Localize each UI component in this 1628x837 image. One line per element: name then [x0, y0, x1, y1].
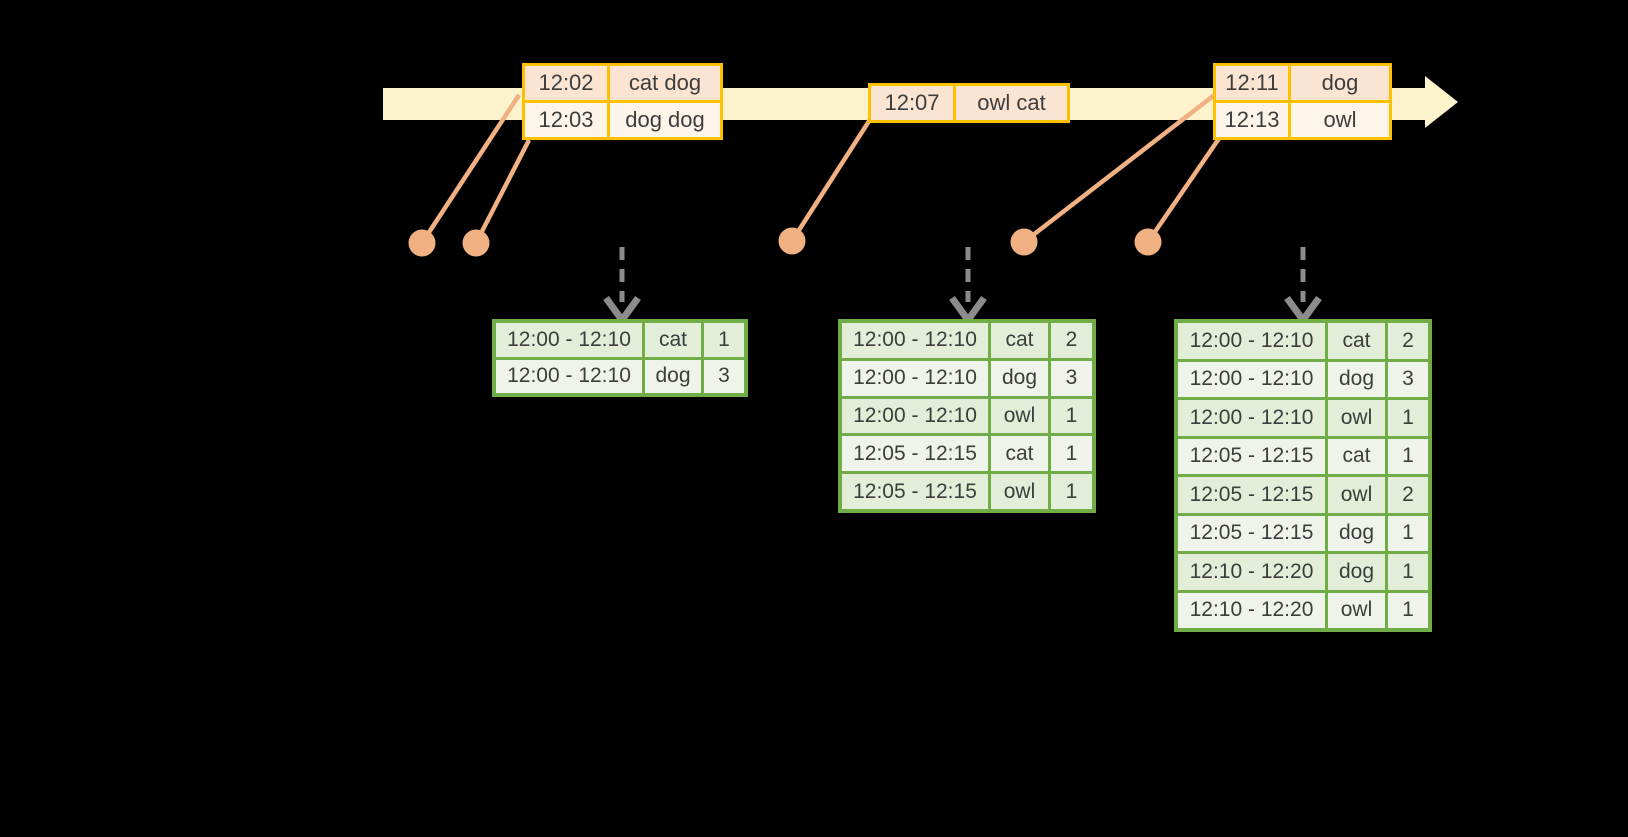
animal-cell: dog: [1328, 554, 1385, 590]
window-cell: 12:00 - 12:10: [1178, 400, 1325, 436]
event-time-cell: 12:11: [1216, 66, 1288, 100]
animal-cell: owl: [1328, 477, 1385, 513]
count-cell: 2: [1388, 323, 1428, 359]
count-cell: 2: [1051, 323, 1092, 358]
event-connector-line: [790, 116, 873, 243]
trigger-arrow-icon: [1284, 247, 1322, 326]
animal-cell: cat: [991, 436, 1048, 472]
window-cell: 12:00 - 12:10: [1178, 323, 1325, 359]
event-time-cell: 12:02: [525, 66, 607, 100]
event-connector-line: [420, 93, 521, 245]
window-cell: 12:00 - 12:10: [842, 323, 988, 358]
animal-cell: owl: [991, 398, 1048, 434]
count-cell: 1: [704, 323, 744, 357]
event-words-cell: cat dog: [610, 66, 720, 100]
window-cell: 12:05 - 12:15: [1178, 438, 1325, 474]
event-connector-line: [1146, 135, 1222, 244]
count-cell: 3: [704, 359, 744, 393]
event-dot-icon: [778, 227, 806, 255]
event-time-cell: 12:03: [525, 103, 607, 137]
count-cell: 1: [1051, 436, 1092, 472]
window-cell: 12:00 - 12:10: [496, 323, 642, 357]
event-connector-lines: [420, 91, 1222, 245]
event-words-cell: dog dog: [610, 103, 720, 137]
animal-cell: cat: [1328, 323, 1385, 359]
window-cell: 12:05 - 12:15: [1178, 477, 1325, 513]
animal-cell: cat: [645, 323, 701, 357]
count-cell: 1: [1388, 438, 1428, 474]
animal-cell: dog: [1328, 361, 1385, 397]
event-words-cell: dog: [1291, 66, 1389, 100]
event-dot-icon: [462, 229, 490, 257]
window-cell: 12:10 - 12:20: [1178, 592, 1325, 628]
animal-cell: dog: [991, 360, 1048, 396]
trigger-arrow-icon: [949, 247, 987, 326]
count-cell: 1: [1388, 554, 1428, 590]
count-cell: 3: [1388, 361, 1428, 397]
event-words-cell: owl: [1291, 103, 1389, 137]
event-words-cell: owl cat: [956, 86, 1067, 120]
event-dot-icon: [408, 229, 436, 257]
count-cell: 1: [1051, 474, 1092, 509]
animal-cell: dog: [645, 359, 701, 393]
event-dots: [408, 227, 1162, 257]
trigger-arrow-icon: [603, 247, 641, 326]
trigger-arrows: [603, 247, 1322, 326]
window-cell: 12:00 - 12:10: [842, 360, 988, 396]
count-cell: 3: [1051, 360, 1092, 396]
window-cell: 12:00 - 12:10: [496, 359, 642, 393]
window-cell: 12:05 - 12:15: [842, 436, 988, 472]
animal-cell: cat: [1328, 438, 1385, 474]
event-dot-icon: [1010, 228, 1038, 256]
event-time-cell: 12:13: [1216, 103, 1288, 137]
window-cell: 12:00 - 12:10: [1178, 361, 1325, 397]
animal-cell: owl: [1328, 400, 1385, 436]
count-cell: 1: [1051, 398, 1092, 434]
window-cell: 12:10 - 12:20: [1178, 554, 1325, 590]
event-time-cell: 12:07: [871, 86, 953, 120]
event-connector-line: [473, 138, 532, 245]
count-cell: 2: [1388, 477, 1428, 513]
count-cell: 1: [1388, 592, 1428, 628]
animal-cell: owl: [1328, 592, 1385, 628]
window-cell: 12:05 - 12:15: [1178, 515, 1325, 551]
count-cell: 1: [1388, 400, 1428, 436]
event-connector-line: [1022, 91, 1219, 244]
animal-cell: cat: [991, 323, 1048, 358]
animal-cell: dog: [1328, 515, 1385, 551]
window-cell: 12:05 - 12:15: [842, 474, 988, 509]
event-timeline-arrowhead-icon: [1425, 76, 1458, 128]
event-dot-icon: [1134, 228, 1162, 256]
window-cell: 12:00 - 12:10: [842, 398, 988, 434]
animal-cell: owl: [991, 474, 1048, 509]
count-cell: 1: [1388, 515, 1428, 551]
